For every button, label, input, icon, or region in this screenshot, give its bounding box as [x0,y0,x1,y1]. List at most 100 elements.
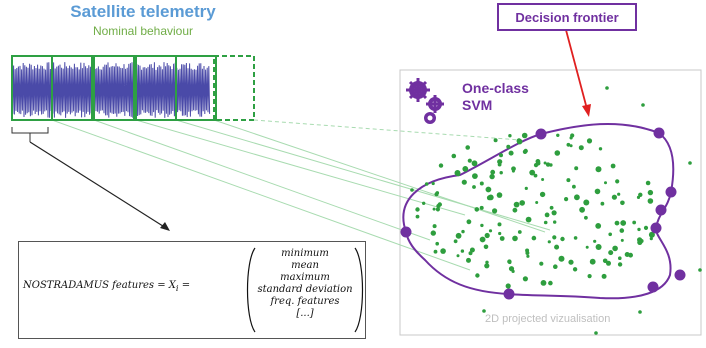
data-point [647,189,654,196]
data-point [584,215,588,220]
data-point [539,191,546,198]
data-point [440,248,446,254]
frontier-arrow [565,29,588,110]
data-point [585,245,589,249]
data-point [589,258,596,265]
data-point [643,225,649,230]
data-point [434,192,439,197]
feature-minimum: minimum [281,248,329,259]
data-point [465,145,471,150]
data-point [636,195,641,199]
frontier-arrowhead [582,104,591,117]
telemetry-title: Satellite telemetry [70,2,216,21]
data-point [620,238,624,242]
data-point [572,267,578,272]
connector-line-4 [175,119,551,231]
window-next [213,55,255,121]
data-point [535,201,539,204]
data-point [574,194,580,201]
outlier-point [594,331,598,335]
data-point [617,192,621,196]
data-point [608,250,614,256]
data-point [614,220,620,226]
data-point [469,247,475,253]
data-point [499,236,505,241]
data-point [512,207,518,213]
data-point [467,158,472,163]
data-point [513,201,520,208]
data-point [466,219,472,225]
data-point [552,235,557,240]
data-point [522,276,529,282]
data-point [578,145,584,151]
data-point [595,223,602,229]
data-point [637,239,643,245]
connector-line-1 [51,119,471,271]
data-point [649,237,653,241]
outlier-point [482,309,486,313]
data-point [454,170,461,176]
outlier-point [638,310,642,314]
data-point [438,163,444,168]
data-point [608,232,612,237]
data-point [566,178,571,183]
feature-arrowhead [160,222,170,231]
data-point [505,283,511,289]
decision-frontier-curve [402,122,675,300]
data-point [517,230,522,234]
data-point [540,280,547,286]
data-point [602,258,608,264]
data-point [466,257,471,263]
data-point [568,259,574,265]
data-point [533,173,538,178]
data-point [593,239,597,243]
outlier-point [698,268,702,272]
data-point [487,194,494,201]
signal-waveform [11,62,211,118]
data-point [424,182,429,186]
data-point [451,153,457,159]
gears-icon [406,78,444,124]
data-point [566,142,571,147]
support-vector [650,222,662,234]
data-point [437,202,442,207]
formula-equals: = [178,280,191,291]
data-point [610,163,616,169]
projection-caption: 2D projected vizualisation [485,313,611,325]
data-point [456,254,460,258]
data-point [475,273,480,278]
formula-lhs: NOSTRADAMUS features = Xi = [23,280,190,293]
data-point [539,261,544,266]
outlier-point [605,86,609,90]
support-vector [655,204,667,216]
support-vector [647,281,659,293]
svm-label: One-class SVM [462,80,529,114]
data-point [556,133,560,137]
data-point [526,254,530,258]
data-point [544,212,550,218]
data-point [461,179,467,185]
data-point [618,256,622,261]
data-point [490,169,496,175]
data-point [638,192,643,197]
window-3 [93,55,135,121]
support-vector [653,127,665,139]
data-point [485,186,492,193]
data-point [435,241,440,246]
data-point [479,181,484,186]
data-point [579,206,585,213]
data-point [525,248,530,253]
data-point [497,159,503,165]
data-point [572,184,576,189]
data-point [525,216,532,223]
data-point [586,138,593,144]
data-point [507,259,512,264]
data-point [474,207,480,212]
data-point [521,132,528,139]
support-vector [535,128,547,140]
data-point [473,162,477,166]
data-point [548,280,553,286]
data-point [615,179,620,184]
support-vector [400,226,412,238]
